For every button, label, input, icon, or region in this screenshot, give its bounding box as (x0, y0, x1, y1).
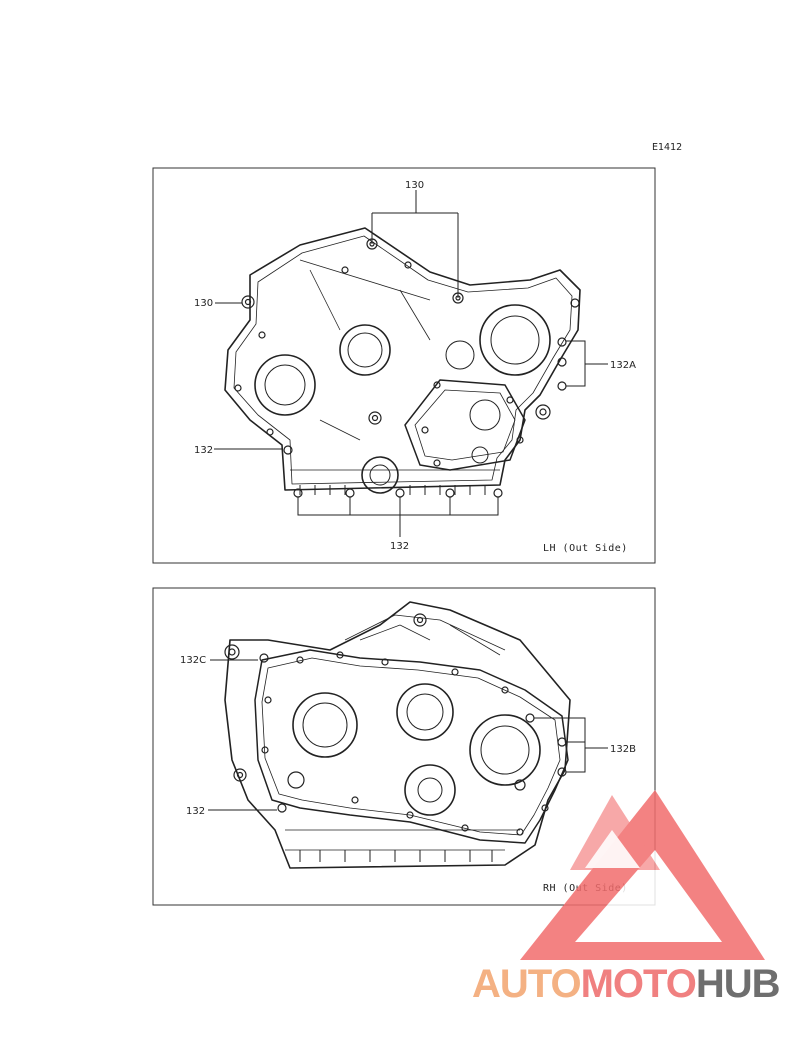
lh-panel-frame (152, 167, 656, 564)
watermark-auto: AUTO (472, 962, 582, 1006)
lh-panel: 130 130 132A 132 132 LH (Out Side) (152, 167, 656, 564)
callout-130-left: 130 (194, 298, 213, 309)
callout-132-lh-left: 132 (194, 445, 213, 456)
callout-132-rh-left: 132 (186, 806, 205, 817)
callout-132b: 132B (610, 744, 636, 755)
lh-side-label: LH (Out Side) (543, 543, 628, 554)
callout-132a: 132A (610, 360, 636, 371)
watermark-logo: AUTOMOTOHUB (472, 962, 781, 1007)
watermark-triangle-icon (520, 790, 765, 960)
figure-code: E1412 (652, 142, 682, 153)
callout-130-top: 130 (405, 180, 424, 191)
callout-132c: 132C (180, 655, 206, 666)
rh-leader-lines (208, 659, 608, 811)
rh-crankcase-drawing (224, 601, 571, 869)
callout-132-lh-bottom: 132 (390, 541, 409, 552)
lh-crankcase-drawing (224, 227, 581, 498)
watermark-hub: HUB (695, 962, 781, 1006)
rh-panel-frame (152, 587, 656, 906)
lh-leader-lines (214, 190, 608, 537)
watermark-moto: MOTO (580, 962, 697, 1006)
